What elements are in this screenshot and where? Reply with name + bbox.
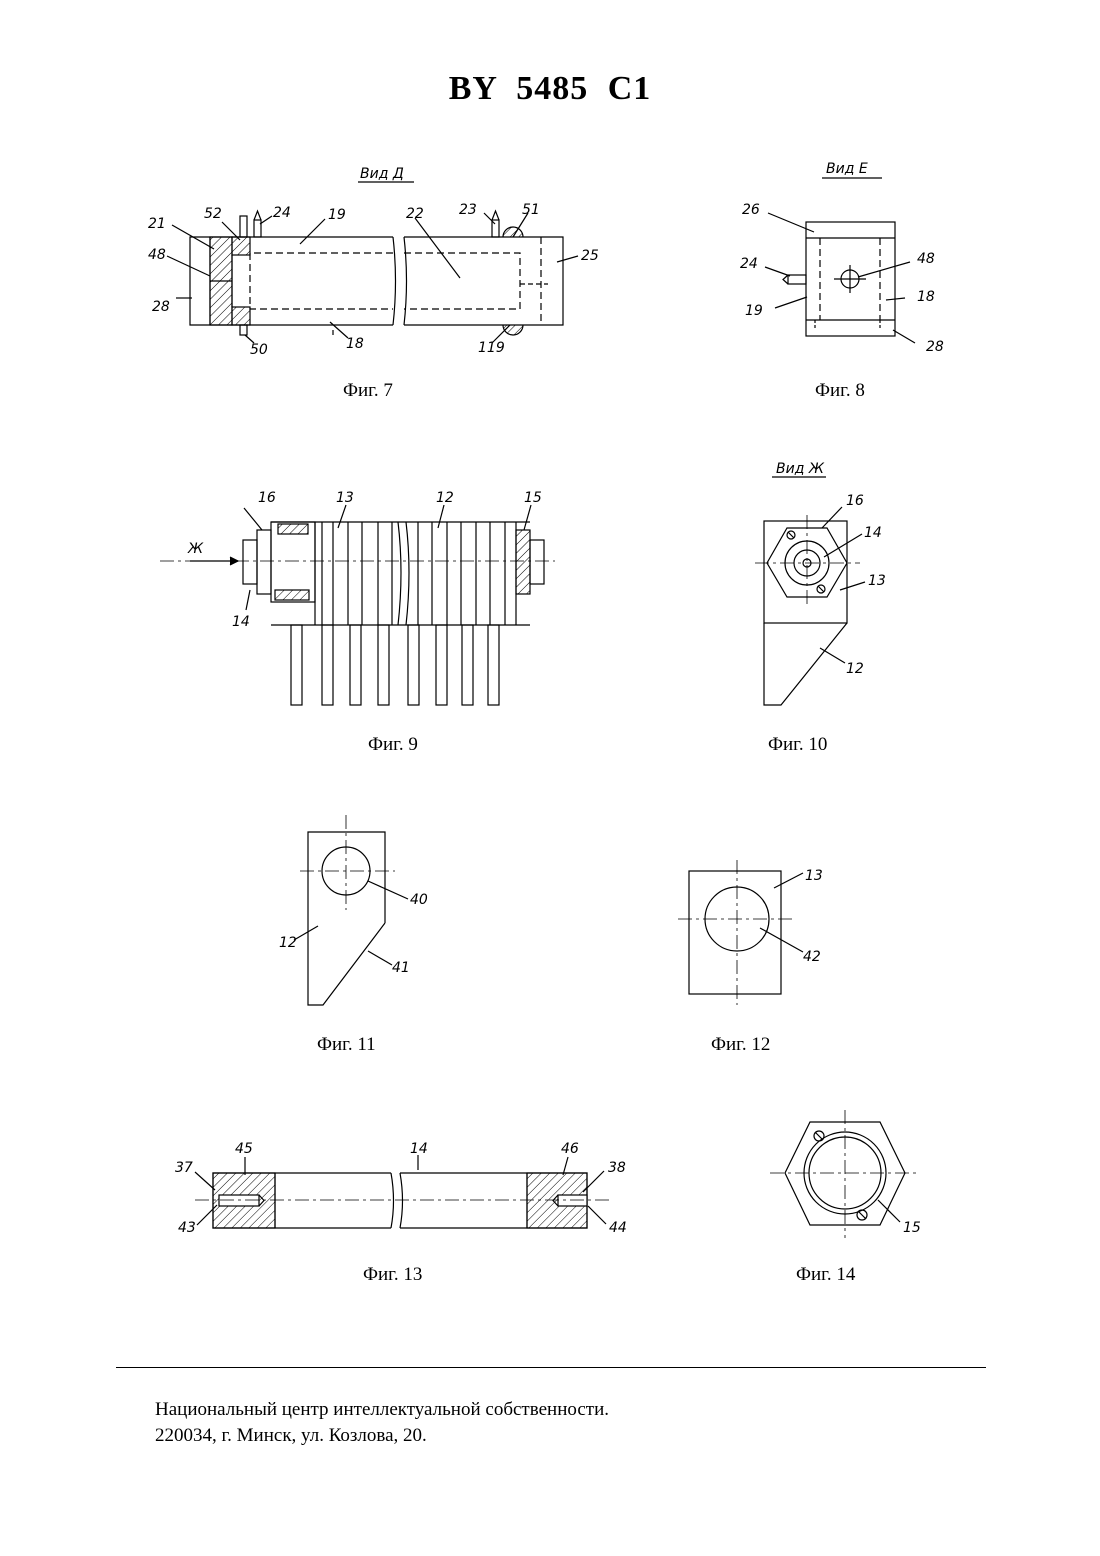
label-fig13-45: 45 bbox=[235, 1141, 253, 1157]
label-fig7-48: 48 bbox=[148, 247, 166, 263]
label-fig7-51: 51 bbox=[522, 202, 540, 218]
figure-7: Вид Д bbox=[148, 166, 599, 358]
figure-11: 40 12 41 bbox=[279, 815, 428, 1005]
label-fig9-13: 13 bbox=[336, 490, 354, 506]
label-fig11-41: 41 bbox=[392, 960, 410, 976]
caption-fig7: Фиг. 7 bbox=[343, 380, 393, 402]
footer: Национальный центр интеллектуальной собс… bbox=[155, 1397, 609, 1449]
label-fig11-12: 12 bbox=[279, 935, 297, 951]
label-fig10-16: 16 bbox=[846, 493, 864, 509]
label-fig7-18: 18 bbox=[346, 336, 364, 352]
view-label-fig7: Вид Д bbox=[360, 166, 404, 182]
figure-8: Вид Е 26 24 48 18 19 28 bbox=[740, 161, 944, 355]
arrow-label-fig9: Ж bbox=[187, 541, 204, 557]
label-fig9-14: 14 bbox=[232, 614, 250, 630]
label-fig9-12: 12 bbox=[436, 490, 454, 506]
label-fig7-22: 22 bbox=[406, 206, 424, 222]
label-fig7-28: 28 bbox=[152, 299, 170, 315]
label-fig13-38: 38 bbox=[608, 1160, 626, 1176]
caption-fig11: Фиг. 11 bbox=[317, 1034, 376, 1056]
caption-fig13: Фиг. 13 bbox=[363, 1264, 422, 1286]
label-fig12-42: 42 bbox=[803, 949, 821, 965]
label-fig7-119: 119 bbox=[478, 340, 505, 356]
label-fig8-48: 48 bbox=[917, 251, 935, 267]
label-fig7-19: 19 bbox=[328, 207, 346, 223]
label-fig12-13: 13 bbox=[805, 868, 823, 884]
footer-line-2: 220034, г. Минск, ул. Козлова, 20. bbox=[155, 1423, 609, 1449]
label-fig10-12: 12 bbox=[846, 661, 864, 677]
label-fig13-44: 44 bbox=[609, 1220, 627, 1236]
label-fig7-25: 25 bbox=[581, 248, 599, 264]
label-fig13-37: 37 bbox=[175, 1160, 193, 1176]
label-fig8-18: 18 bbox=[917, 289, 935, 305]
label-fig13-14: 14 bbox=[410, 1141, 428, 1157]
caption-fig9: Фиг. 9 bbox=[368, 734, 418, 756]
label-fig9-15: 15 bbox=[524, 490, 542, 506]
figure-12: 13 42 bbox=[678, 860, 823, 1005]
view-label-fig10: Вид Ж bbox=[776, 461, 825, 477]
caption-fig14: Фиг. 14 bbox=[796, 1264, 855, 1286]
label-fig7-52: 52 bbox=[204, 206, 222, 222]
label-fig10-13: 13 bbox=[868, 573, 886, 589]
label-fig8-26: 26 bbox=[742, 202, 760, 218]
caption-fig12: Фиг. 12 bbox=[711, 1034, 770, 1056]
label-fig11-40: 40 bbox=[410, 892, 428, 908]
label-fig8-28: 28 bbox=[926, 339, 944, 355]
label-fig7-23: 23 bbox=[459, 202, 477, 218]
footer-divider bbox=[116, 1367, 986, 1368]
label-fig7-50: 50 bbox=[250, 342, 268, 358]
label-fig13-43: 43 bbox=[178, 1220, 196, 1236]
footer-line-1: Национальный центр интеллектуальной собс… bbox=[155, 1397, 609, 1423]
figure-13: 37 45 14 46 38 43 44 bbox=[175, 1141, 627, 1236]
label-fig10-14: 14 bbox=[864, 525, 882, 541]
figure-14: 15 bbox=[770, 1110, 921, 1238]
label-fig9-16: 16 bbox=[258, 490, 276, 506]
label-fig7-24: 24 bbox=[273, 205, 291, 221]
label-fig13-46: 46 bbox=[561, 1141, 579, 1157]
caption-fig10: Фиг. 10 bbox=[768, 734, 827, 756]
figure-9: Ж bbox=[160, 490, 555, 705]
view-label-fig8: Вид Е bbox=[826, 161, 868, 177]
figure-10: Вид Ж 16 14 13 12 bbox=[755, 461, 886, 705]
label-fig8-19: 19 bbox=[745, 303, 763, 319]
label-fig14-15: 15 bbox=[903, 1220, 921, 1236]
label-fig8-24: 24 bbox=[740, 256, 758, 272]
label-fig7-21: 21 bbox=[148, 216, 166, 232]
caption-fig8: Фиг. 8 bbox=[815, 380, 865, 402]
